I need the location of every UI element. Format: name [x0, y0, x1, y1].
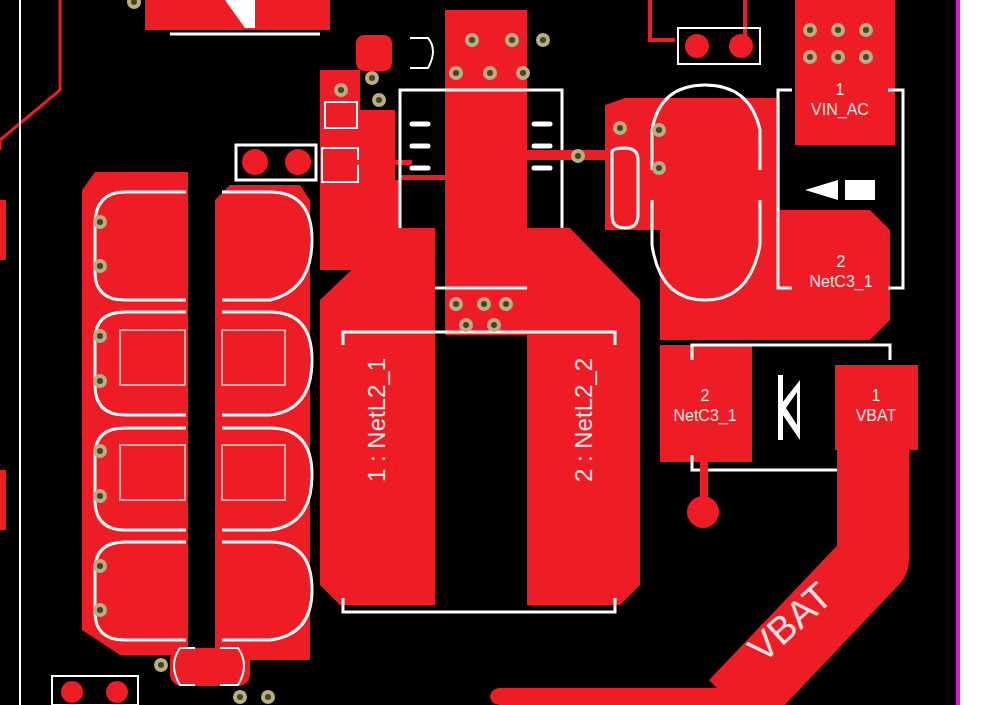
drill-hole: [97, 607, 103, 613]
drill-hole: [97, 448, 103, 454]
drill-hole: [265, 694, 271, 700]
pin-number: 1: [835, 386, 917, 406]
drill-hole: [807, 27, 813, 33]
pin-number: 1: [797, 80, 883, 100]
drill-hole: [158, 662, 164, 668]
net-label: 1 : NetL2_1: [363, 358, 391, 482]
drill-hole: [453, 301, 459, 307]
drill-hole: [97, 563, 103, 569]
drill-hole: [503, 301, 509, 307]
drill-hole: [540, 37, 546, 43]
drill-hole: [97, 378, 103, 384]
drill-hole: [835, 27, 841, 33]
drill-hole: [469, 37, 475, 43]
drill-hole: [487, 70, 493, 76]
drill-hole: [376, 97, 382, 103]
drill-hole: [509, 37, 515, 43]
pad: 1VBAT: [835, 386, 917, 430]
drill-hole: [481, 301, 487, 307]
drill-hole: [617, 125, 623, 131]
drill-hole: [131, 0, 137, 5]
pad: 2NetC3_1: [659, 386, 751, 430]
drill-hole: [491, 322, 497, 328]
drill-hole: [656, 165, 662, 171]
pad: 1VIN_AC: [797, 80, 883, 126]
drill-hole: [463, 322, 469, 328]
pin-number: 2: [659, 386, 751, 406]
pad: 2NetC3_1: [792, 252, 890, 296]
drill-hole: [863, 27, 869, 33]
net-label: NetC3_1: [792, 272, 890, 292]
pin-number: 2: [792, 252, 890, 272]
drill-hole: [97, 493, 103, 499]
drill-hole: [97, 219, 103, 225]
pad: 1 : NetL2_1: [322, 240, 432, 600]
net-label: 2 : NetL2_2: [570, 358, 598, 482]
net-label: NetC3_1: [659, 406, 751, 426]
drill-hole: [575, 153, 581, 159]
net-label: VIN_AC: [797, 100, 883, 120]
drill-hole: [97, 263, 103, 269]
drill-hole: [863, 54, 869, 60]
net-label: VBAT: [835, 406, 917, 426]
drill-hole: [807, 54, 813, 60]
drill-hole: [835, 54, 841, 60]
drill-hole: [338, 87, 344, 93]
drill-hole: [453, 70, 459, 76]
drill-hole: [237, 694, 243, 700]
drill-hole: [520, 70, 526, 76]
drill-hole: [369, 75, 375, 81]
pad: 2 : NetL2_2: [530, 240, 638, 600]
drill-hole: [656, 127, 662, 133]
drill-hole: [97, 333, 103, 339]
